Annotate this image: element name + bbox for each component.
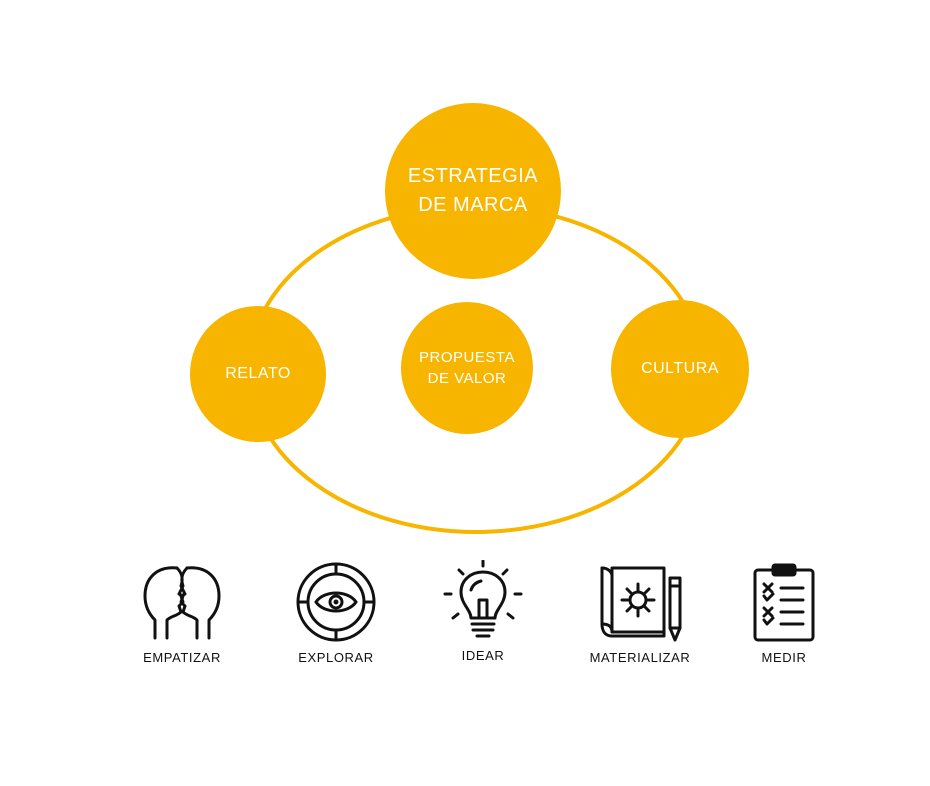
step-idear: IDEAR bbox=[418, 560, 548, 663]
two-faces-icon bbox=[143, 566, 221, 640]
step-explorar: EXPLORAR bbox=[271, 562, 401, 665]
node-estrategia-de-marca: ESTRATEGIA DE MARCA bbox=[385, 103, 561, 279]
step-empatizar: EMPATIZAR bbox=[117, 562, 247, 665]
node-estrategia-label: ESTRATEGIA DE MARCA bbox=[407, 165, 539, 216]
node-relato: RELATO bbox=[190, 306, 326, 442]
node-cultura-label: CULTURA bbox=[641, 360, 719, 377]
step-label: MEDIR bbox=[761, 650, 807, 665]
checklist-clipboard-icon bbox=[753, 563, 815, 642]
step-label: IDEAR bbox=[461, 648, 505, 663]
node-relato-label: RELATO bbox=[225, 365, 291, 382]
step-label: MATERIALIZAR bbox=[589, 650, 691, 665]
step-medir: MEDIR bbox=[719, 562, 849, 665]
target-eye-icon bbox=[296, 562, 376, 642]
blueprint-gear-pencil-icon bbox=[600, 566, 682, 642]
lightbulb-icon bbox=[443, 560, 523, 638]
step-materializar: MATERIALIZAR bbox=[575, 562, 705, 665]
node-propuesta-label: PROPUESTA DE VALOR bbox=[419, 349, 515, 387]
step-label: EMPATIZAR bbox=[143, 650, 221, 665]
node-cultura: CULTURA bbox=[611, 300, 749, 438]
node-propuesta-de-valor: PROPUESTA DE VALOR bbox=[401, 302, 533, 434]
step-label: EXPLORAR bbox=[298, 650, 374, 665]
